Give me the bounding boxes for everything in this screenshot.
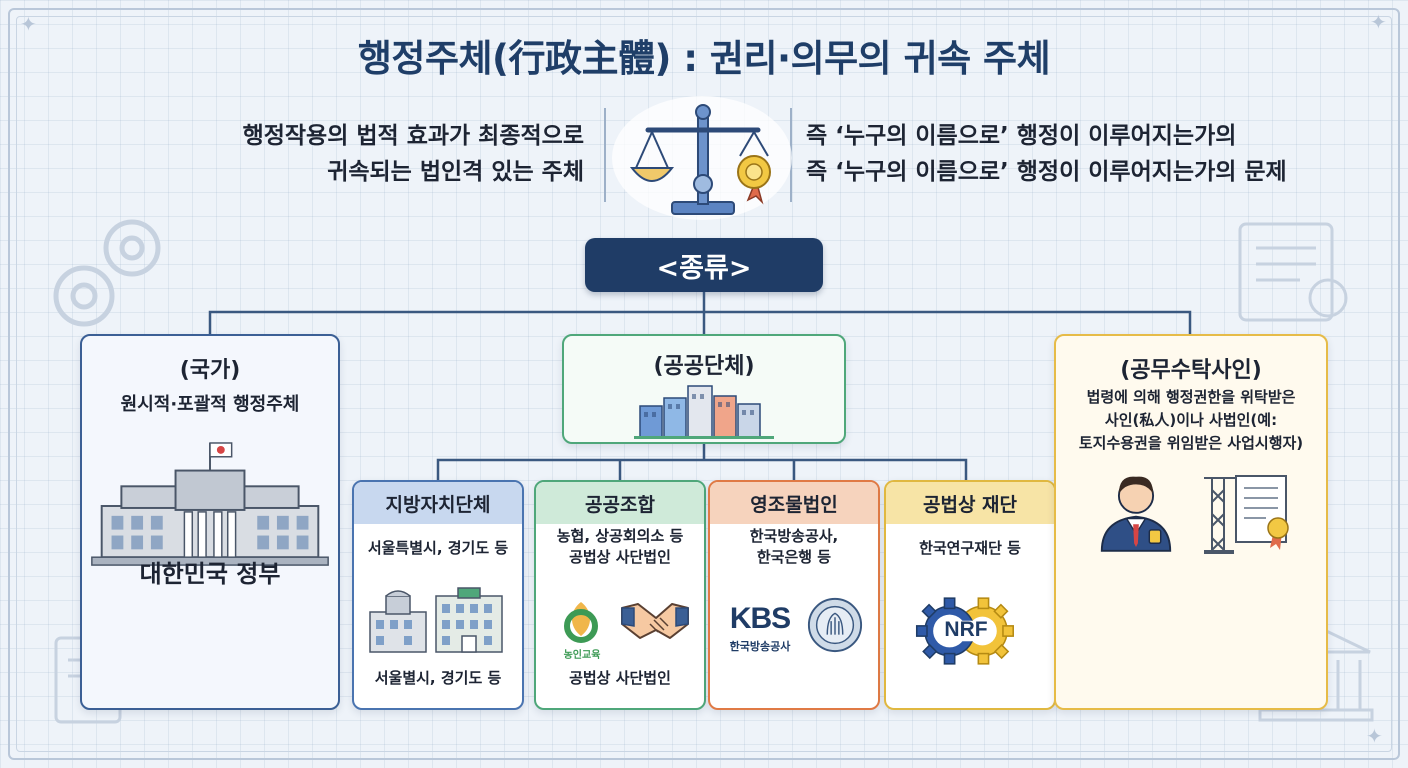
local-government-title: 지방자치단체 — [354, 482, 522, 524]
types-header: <종류> — [585, 238, 823, 292]
public-foundation-title: 공법상 재단 — [886, 482, 1054, 524]
nrf-gear-logo-icon — [915, 597, 1014, 665]
scales-of-justice-icon — [612, 96, 792, 220]
inner-frame — [16, 16, 1392, 752]
definition-left-line: 귀속되는 법인격 있는 주체 — [327, 159, 584, 185]
outer-frame — [8, 8, 1400, 760]
public-institution-example-line: 한국은행 등 — [756, 548, 832, 566]
local-government-card: 지방자치단체 서울특별시, 경기도 등 서울별시, 경기도 등 — [352, 480, 524, 710]
sparkle-icon: ✦ — [1366, 724, 1383, 748]
state-name: 대한민국 정부 — [139, 560, 281, 588]
definition-left: 행정작용의 법적 효과가 최종적으로 귀속되는 법인격 있는 주체 — [243, 118, 584, 190]
entrusted-description-line: 법령에 의해 행정권한을 위탁받은 — [1086, 388, 1296, 406]
construction-permit-icon — [1204, 475, 1289, 554]
kbs-logo-subtext: 한국방송공사 — [729, 640, 791, 653]
nonghyup-logo-icon — [564, 602, 598, 643]
public-union-examples: 농협, 상공회의소 등 공법상 사단법인 — [536, 526, 704, 568]
public-union-caption: 공법상 사단법인 — [569, 669, 671, 687]
local-government-examples: 서울특별시, 경기도 등 — [367, 539, 509, 557]
handshake-icon — [621, 603, 689, 639]
city-hall-icon — [369, 587, 503, 653]
sparkle-icon: ✦ — [1370, 10, 1387, 34]
definition-right-line: 즉 ‘누구의 이름으로’ 행정이 이루어지는가의 문제 — [806, 159, 1287, 185]
public-body-card: (공공단체) — [562, 334, 846, 444]
public-union-example-line: 농협, 상공회의소 등 — [556, 527, 684, 545]
public-institution-example-line: 한국방송공사, — [749, 527, 839, 545]
public-union-example-line: 공법상 사단법인 — [569, 548, 671, 566]
public-institution-card: 영조물법인 한국방송공사, 한국은행 등 KBS 한국방송공사 — [708, 480, 880, 710]
sparkle-icon: ✦ — [20, 12, 37, 36]
public-union-card: 공공조합 농협, 상공회의소 등 공법상 사단법인 농인교육 공법상 사단법인 — [534, 480, 706, 710]
entrusted-title: (공무수탁사인) — [1120, 358, 1262, 383]
public-union-title: 공공조합 — [536, 482, 704, 524]
definition-right-line: 즉 ‘누구의 이름으로’ 행정이 이루어지는가의 — [806, 123, 1237, 149]
public-institution-title: 영조물법인 — [710, 482, 878, 524]
definition-right: 즉 ‘누구의 이름으로’ 행정이 이루어지는가의 즉 ‘누구의 이름으로’ 행정… — [806, 118, 1287, 190]
entrusted-private-card: (공무수탁사인) 법령에 의해 행정권한을 위탁받은 사인(私人)이나 사법인(… — [1054, 334, 1328, 710]
public-foundation-card: 공법상 재단 한국연구재단 등 NRF — [884, 480, 1056, 710]
bank-of-korea-seal-icon — [807, 597, 863, 653]
divider — [604, 108, 606, 202]
state-description: 원시적·포괄적 행정주체 — [120, 394, 300, 415]
entrusted-description-line: 사인(私人)이나 사법인(예: — [1104, 411, 1278, 429]
public-institution-examples: 한국방송공사, 한국은행 등 — [710, 526, 878, 568]
local-government-caption: 서울별시, 경기도 등 — [374, 669, 502, 687]
definition-left-line: 행정작용의 법적 효과가 최종적으로 — [242, 123, 584, 149]
city-buildings-icon — [634, 385, 774, 439]
entrusted-description-line: 토지수용권을 위임받은 사업시행자) — [1078, 434, 1304, 452]
entrusted-description: 법령에 의해 행정권한을 위탁받은 사인(私人)이나 사법인(예: 토지수용권을… — [1056, 386, 1326, 455]
businessperson-icon — [1100, 476, 1172, 552]
public-foundation-examples: 한국연구재단 등 — [919, 539, 1021, 557]
page-title: 행정주체(行政主體) : 권리·의무의 귀속 주체 — [357, 37, 1051, 80]
state-title: (국가) — [179, 358, 241, 383]
public-body-title: (공공단체) — [653, 354, 755, 379]
nrf-logo-text: NRF — [944, 618, 988, 641]
kbs-logo: KBS — [729, 602, 791, 635]
government-building-icon — [91, 442, 329, 566]
nonghyup-logo-text: 농인교육 — [563, 650, 601, 661]
state-card: (국가) 원시적·포괄적 행정주체 대한민국 정부 — [80, 334, 340, 710]
